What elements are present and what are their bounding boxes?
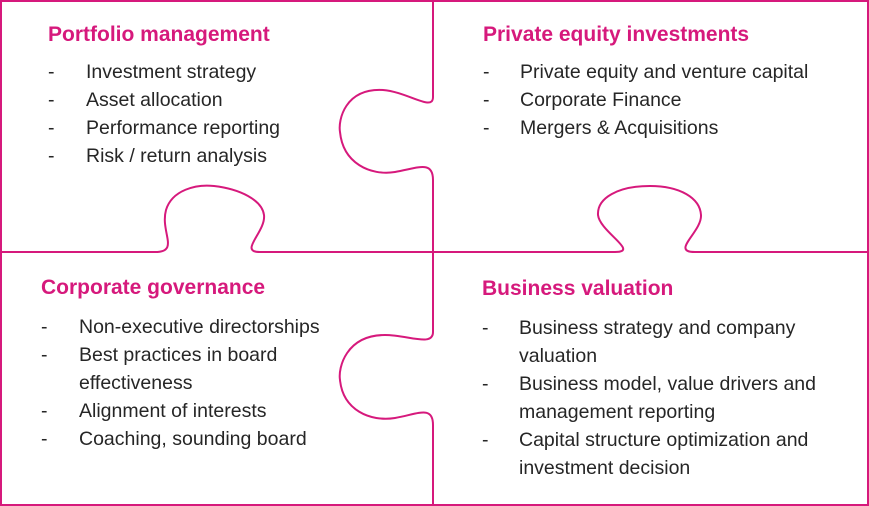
list-item: - Alignment of interests	[41, 397, 381, 425]
horizontal-divider-left	[1, 184, 433, 253]
list-item-text: Alignment of interests	[79, 400, 267, 422]
list-dash: -	[483, 61, 490, 83]
list-item-text: Asset allocation	[86, 89, 223, 111]
list-item-text: Non-executive directorships	[79, 316, 320, 338]
list-item-text: Coaching, sounding board	[79, 428, 307, 450]
quadrant-title: Corporate governance	[41, 276, 266, 299]
list-item-text: Business model, value drivers and manage…	[519, 373, 816, 423]
quadrant-business-valuation: Business valuation - Business strategy an…	[482, 276, 842, 482]
list-dash: -	[48, 61, 55, 83]
list-item-text: Best practices in board effectiveness	[79, 344, 278, 394]
list-item: - Business strategy and company valuation	[482, 314, 842, 370]
list-item-text: Capital structure optimization and inves…	[519, 429, 809, 479]
list-item: - Performance reporting	[48, 114, 348, 142]
vertical-divider-top	[338, 1, 434, 252]
service-list: - Non-executive directorships - Best pract…	[41, 313, 381, 453]
list-item-text: Mergers & Acquisitions	[520, 117, 719, 139]
list-item-text: Corporate Finance	[520, 89, 682, 111]
horizontal-divider-right	[433, 184, 868, 253]
quadrant-corporate-governance: Corporate governance - Non-executive dire…	[41, 275, 381, 453]
list-item: - Business model, value drivers and manag…	[482, 370, 842, 426]
vertical-divider-bottom	[338, 252, 434, 505]
list-item-text: Business strategy and company valuation	[519, 317, 796, 367]
quadrant-title: Business valuation	[482, 277, 674, 300]
list-dash: -	[482, 317, 489, 339]
list-item: - Capital structure optimization and inve…	[482, 426, 842, 482]
list-item-text: Investment strategy	[86, 61, 257, 83]
list-item: - Corporate Finance	[483, 86, 813, 114]
list-item: - Investment strategy	[48, 58, 348, 86]
list-dash: -	[48, 145, 55, 167]
list-item: - Non-executive directorships	[41, 313, 381, 341]
list-dash: -	[482, 373, 489, 395]
list-dash: -	[41, 428, 48, 450]
list-item: - Asset allocation	[48, 86, 348, 114]
list-dash: -	[483, 117, 490, 139]
list-item-text: Risk / return analysis	[86, 145, 267, 167]
list-item-text: Performance reporting	[86, 117, 281, 139]
list-dash: -	[41, 316, 48, 338]
list-item: - Private equity and venture capital	[483, 58, 813, 86]
list-dash: -	[41, 400, 48, 422]
quadrant-title: Private equity investments	[483, 23, 750, 46]
list-item: - Coaching, sounding board	[41, 425, 381, 453]
list-item: - Best practices in board effectiveness	[41, 341, 381, 397]
list-dash: -	[483, 89, 490, 111]
list-item-text: Private equity and venture capital	[520, 61, 809, 83]
list-dash: -	[482, 429, 489, 451]
quadrant-portfolio-management: Portfolio management - Investment strateg…	[48, 22, 348, 170]
list-dash: -	[48, 89, 55, 111]
list-dash: -	[48, 117, 55, 139]
list-item: - Risk / return analysis	[48, 142, 348, 170]
list-item: - Mergers & Acquisitions	[483, 114, 813, 142]
list-dash: -	[41, 344, 48, 366]
quadrant-title: Portfolio management	[48, 23, 270, 46]
service-list: - Private equity and venture capital - Cor…	[483, 58, 813, 142]
quadrant-private-equity-investments: Private equity investments - Private equi…	[483, 22, 813, 142]
service-list: - Investment strategy - Asset allocation -…	[48, 58, 348, 170]
service-list: - Business strategy and company valuation…	[482, 314, 842, 482]
